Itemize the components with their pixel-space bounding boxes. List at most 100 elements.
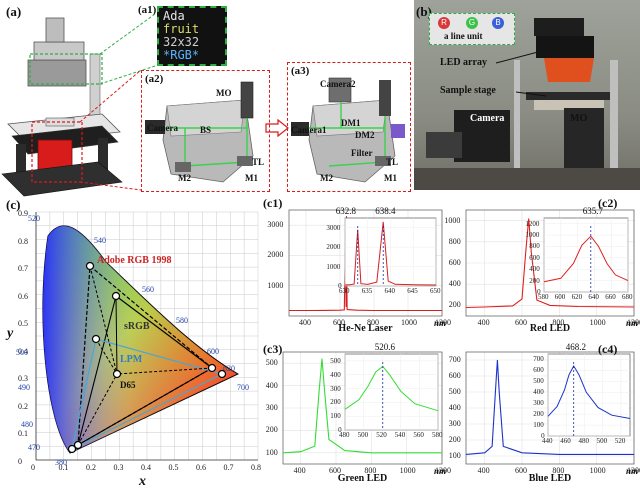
inset-y-tick-label: 500: [330, 356, 341, 365]
a2-label-m2: M2: [178, 173, 191, 183]
inset-y-tick-label: 0: [537, 288, 541, 296]
spectrum-line: [465, 359, 634, 455]
x-tick-label: 1000: [401, 318, 417, 327]
y-tick-label: 300: [265, 403, 278, 412]
cie-xtick: 0: [31, 463, 35, 472]
panel-label-a1: (a1): [138, 4, 157, 16]
x-tick-label: 1200: [435, 466, 451, 475]
spectrum-line: [289, 216, 442, 312]
arrow-right-icon: [265, 118, 289, 138]
x-tick-label: 1000: [589, 318, 606, 327]
a2-label-tl: TL: [252, 157, 265, 167]
cie-wavelength-label: 540: [94, 236, 106, 245]
inset-x-tick-label: 440: [542, 437, 553, 445]
a3-optics-render: [291, 77, 405, 183]
inset-x-tick-label: 520: [376, 431, 387, 439]
cie-xtick: 0.1: [58, 463, 69, 472]
screen-line-4: *RGB*: [163, 48, 200, 62]
spectrum-caption: He-Ne Laser: [338, 323, 393, 334]
inset-y-tick-label: 100: [533, 421, 544, 430]
a3-label-camera2: Camera2: [320, 79, 356, 89]
panel-label-b: (b): [416, 4, 432, 19]
y-tick-label: 2000: [267, 250, 284, 260]
inset-frame: [543, 217, 629, 293]
y-tick-label: 200: [265, 425, 278, 435]
y-tick-label: 400: [448, 279, 461, 289]
led-b-icon: B: [492, 17, 504, 29]
cie-wavelength-label: 380: [55, 458, 67, 467]
cie-ytick: 0.4: [18, 346, 28, 356]
cie-ytick: 0.8: [18, 236, 28, 246]
a2-label-bs: BS: [200, 125, 212, 135]
inset-y-tick-label: 600: [533, 366, 544, 375]
cie-wavelength-label: 600: [207, 347, 219, 356]
inset-spectrum-line: [344, 221, 437, 286]
y-tick-label: 100: [448, 451, 461, 460]
srgb-triangle: [77, 295, 213, 447]
y-tick-label: 500: [448, 387, 461, 396]
inset-y-tick-label: 400: [330, 370, 341, 379]
cie-ytick: 0.3: [18, 374, 28, 383]
inset-x-tick-label: 650: [430, 287, 441, 295]
spectrum-caption: Blue LED: [528, 473, 572, 484]
device-3d-render: [1, 17, 123, 197]
cie-ytick: 0.1: [18, 429, 28, 438]
spectrum-caption: Red LED: [529, 323, 571, 334]
plot-frame: [288, 209, 443, 317]
cie-diagram: [35, 211, 259, 461]
line-unit-box: R G B a line unit: [429, 13, 515, 45]
cie-wavelength-label: 480: [21, 420, 33, 429]
y-tick-label: 3000: [267, 220, 284, 230]
gamut-vertices: [67, 261, 227, 454]
unit-label: nm: [626, 466, 639, 476]
x-tick-label: 400: [477, 318, 490, 327]
cie-ylabel: y: [7, 326, 14, 341]
spectrum-line: [465, 218, 635, 309]
inset-x-tick-label: 480: [339, 431, 350, 439]
inset-y-tick-label: 0: [338, 426, 342, 434]
spectrum-chart-4: [465, 351, 635, 465]
b-label-led-array: LED array: [440, 57, 487, 68]
cie-wavelength-label: 490: [18, 383, 30, 392]
panel-label-c4: (c4): [598, 342, 618, 356]
a3-label-filter: Filter: [351, 148, 373, 158]
cie-wavelength-label: 580: [176, 316, 188, 325]
cie-xtick: 0.2: [86, 463, 96, 472]
x-tick-label: 600: [515, 466, 527, 475]
inset-x-tick-label: 460: [560, 437, 571, 445]
a2-label-camera: Camera: [147, 123, 178, 133]
x-tick-label: 600: [329, 466, 341, 475]
inset-y-tick-label: 600: [529, 253, 540, 262]
inset-x-tick-label: 520: [614, 437, 626, 445]
peak-label: 635.7: [582, 206, 604, 216]
a3-label-dm1: DM1: [341, 118, 361, 128]
lpm-triangle: [71, 338, 224, 451]
inset-y-tick-label: 800: [529, 242, 540, 251]
inset-y-tick-label: 400: [533, 388, 544, 397]
x-tick-label: 600: [515, 318, 527, 327]
cie-xlabel: x: [139, 474, 146, 489]
srgb-label: sRGB: [124, 321, 150, 332]
inset-x-tick-label: 630: [339, 287, 350, 295]
a2-label-m1: M1: [245, 173, 258, 183]
inset-y-tick-label: 2000: [326, 243, 341, 252]
y-tick-label: 1000: [444, 215, 461, 225]
inset-x-tick-label: 645: [407, 287, 418, 295]
cie-wavelength-label: 700: [237, 383, 249, 392]
spectrum-caption: Green LED: [337, 473, 388, 484]
panel-label-c2: (c2): [598, 196, 618, 210]
a3-label-camera1: Camera1: [291, 125, 327, 135]
inset-x-tick-label: 635: [361, 287, 373, 295]
cie-wavelength-label: 520: [28, 214, 40, 223]
cie-ytick: 0.6: [18, 291, 28, 301]
x-tick-label: 400: [477, 466, 490, 475]
y-tick-label: 600: [448, 258, 461, 267]
inset-x-tick-label: 500: [596, 437, 608, 445]
led-g-icon: G: [466, 17, 478, 29]
x-tick-label: 800: [552, 466, 565, 475]
a3-label-m1: M1: [384, 173, 397, 183]
cie-xtick: 0.7: [223, 463, 234, 472]
x-tick-label: 1000: [399, 466, 416, 475]
inset-y-tick-label: 0: [338, 282, 342, 290]
inset-x-tick-label: 540: [394, 431, 406, 439]
